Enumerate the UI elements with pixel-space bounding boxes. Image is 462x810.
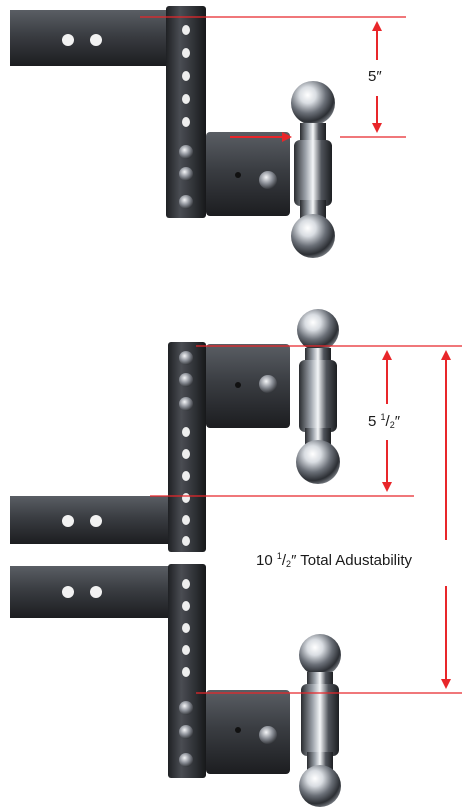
shank-hole-icon [62,34,74,46]
hitch-pin-icon [179,351,193,365]
hitch-pin-icon [259,726,277,744]
measurement-arrows [230,21,451,689]
shank-hole-icon [62,586,74,598]
drop-bar [166,6,206,218]
hitch-bottom [10,564,341,807]
mount-hole-icon [235,382,241,388]
hitch-ball-icon [296,440,340,484]
receiver-shank [10,496,170,544]
mount-hole-icon [235,172,241,178]
hitch-middle [10,309,340,552]
hitch-pin-icon [179,701,193,715]
hitch-pin-icon [259,171,277,189]
ball-tube [294,140,332,206]
hitch-pin-icon [179,397,193,411]
ball-mount-block [206,690,290,774]
hitch-pin-icon [179,373,193,387]
shank-hole-icon [90,515,102,527]
mid-rise-label: 5 1/2″ [368,412,401,431]
measurement-guides [140,16,462,694]
hitch-ball-icon [299,634,341,676]
ball-mount-block [206,344,290,428]
ball-mount-block [206,132,290,216]
top-rise-label: 5″ [368,68,382,85]
hitch-pin-icon [179,195,193,209]
hitch-pin-icon [179,753,193,767]
adjustment-holes [182,579,190,677]
hitch-ball-icon [299,765,341,807]
receiver-shank [10,10,170,66]
hitch-ball-icon [291,214,335,258]
hitch-ball-icon [297,309,339,351]
drop-bar [168,342,206,552]
adjustment-holes [182,25,190,127]
hitch-pin-icon [179,725,193,739]
hitch-top [10,6,335,258]
mount-hole-icon [235,727,241,733]
shank-hole-icon [62,515,74,527]
hitch-pin-icon [179,145,193,159]
shank-hole-icon [90,586,102,598]
ball-tube [299,360,337,432]
hitch-pin-icon [259,375,277,393]
hitch-pin-icon [179,167,193,181]
shank-hole-icon [90,34,102,46]
hitch-ball-icon [291,81,335,125]
ball-shank [300,123,326,145]
total-adjustability-label: 10 1/2″ Total Adustability [256,551,412,570]
ball-tube [301,684,339,756]
